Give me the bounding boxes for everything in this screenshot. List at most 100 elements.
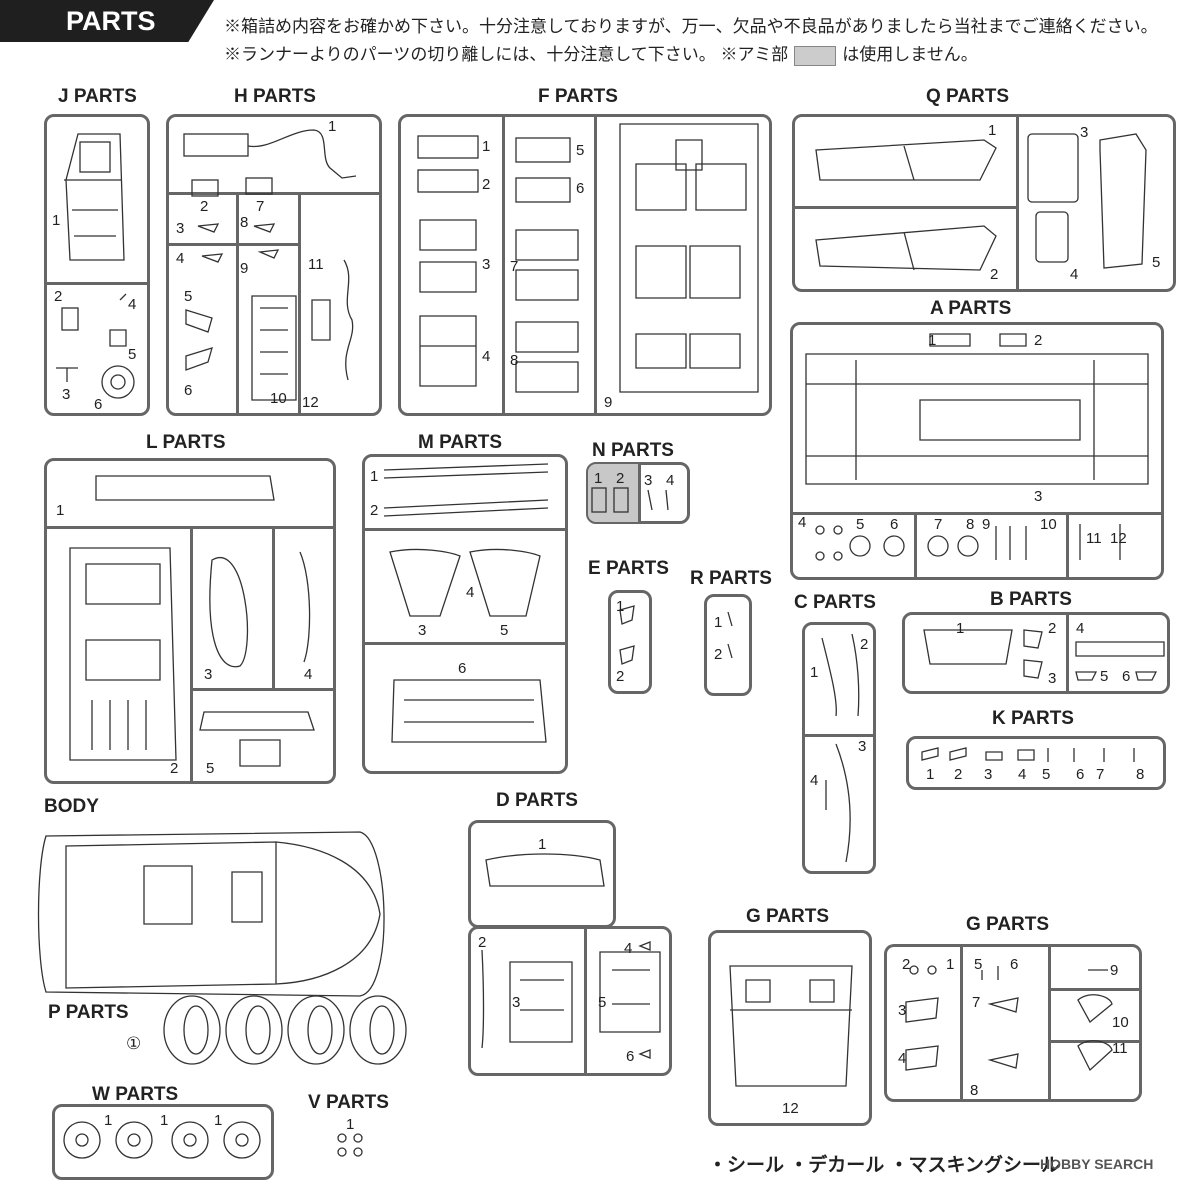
part-number: 5 — [598, 994, 607, 1011]
runner-divider — [594, 114, 597, 416]
part-number: 1 — [928, 332, 937, 349]
runner-divider — [272, 526, 275, 688]
page-title: PARTS LIST — [0, 0, 214, 42]
part-number: 12 — [1110, 530, 1127, 547]
part-number: 3 — [1034, 488, 1043, 505]
label-f-parts: F PARTS — [538, 86, 618, 107]
part-number: 12 — [302, 394, 319, 411]
part-number: 3 — [984, 766, 993, 783]
part-number: 4 — [482, 348, 491, 365]
label-r-parts: R PARTS — [690, 568, 772, 589]
runner-divider — [166, 243, 300, 246]
part-number: 1 — [328, 118, 337, 135]
label-k-parts: K PARTS — [992, 708, 1074, 729]
runner-divider — [584, 926, 587, 1076]
runner-divider — [44, 282, 150, 285]
part-number: 5 — [1042, 766, 1051, 783]
part-number: 2 — [200, 198, 209, 215]
part-number: 4 — [666, 472, 675, 489]
v-parts-drawing — [337, 1133, 363, 1157]
part-number: 1 — [104, 1112, 113, 1129]
runner-d-bottom — [468, 926, 672, 1076]
part-number: 3 — [1080, 124, 1089, 141]
part-number: 8 — [510, 352, 519, 369]
runner-divider — [1016, 114, 1019, 292]
part-number: 6 — [1010, 956, 1019, 973]
runner-divider — [914, 512, 917, 580]
part-number: 6 — [576, 180, 585, 197]
part-number: 7 — [510, 258, 519, 275]
part-number: 2 — [370, 502, 379, 519]
part-number: 3 — [898, 1002, 907, 1019]
p-tires-drawing — [163, 995, 407, 1065]
mesh-swatch — [794, 45, 837, 66]
runner-divider — [792, 206, 1018, 209]
part-number: 5 — [184, 288, 193, 305]
label-g-parts-small: G PARTS — [966, 914, 1050, 935]
body-drawing — [37, 831, 385, 997]
part-number: 7 — [1096, 766, 1105, 783]
runner-k — [906, 736, 1166, 790]
part-number-circled: ① — [126, 1034, 142, 1053]
runner-divider — [502, 114, 505, 416]
part-number: 4 — [304, 666, 313, 683]
part-number: 2 — [1048, 620, 1057, 637]
part-number: 4 — [466, 584, 475, 601]
part-number: 5 — [500, 622, 509, 639]
part-number: 6 — [458, 660, 467, 677]
part-number: 5 — [1100, 668, 1109, 685]
runner-divider — [1048, 988, 1142, 991]
part-number: 2 — [616, 668, 625, 685]
part-number: 6 — [184, 382, 193, 399]
runner-divider — [298, 192, 301, 414]
label-p-parts: P PARTS — [48, 1002, 129, 1023]
label-d-parts: D PARTS — [496, 790, 578, 811]
part-number: 2 — [860, 636, 869, 653]
part-number: 12 — [782, 1100, 799, 1117]
part-number: 6 — [626, 1048, 635, 1065]
part-number: 5 — [856, 516, 865, 533]
part-number: 4 — [128, 296, 137, 313]
part-number: 2 — [616, 470, 625, 487]
runner-e — [608, 590, 652, 694]
part-number: 1 — [160, 1112, 169, 1129]
part-number: 5 — [206, 760, 215, 777]
part-number: 5 — [128, 346, 137, 363]
part-number: 1 — [594, 470, 603, 487]
label-q-parts: Q PARTS — [926, 86, 1010, 107]
runner-r — [704, 594, 752, 696]
runner-m — [362, 454, 568, 774]
part-number: 6 — [1122, 668, 1131, 685]
label-e-parts: E PARTS — [588, 558, 669, 579]
label-a-parts: A PARTS — [930, 298, 1012, 319]
part-number: 6 — [1076, 766, 1085, 783]
runner-j — [44, 114, 150, 416]
part-number: 10 — [1040, 516, 1057, 533]
part-number: 2 — [170, 760, 179, 777]
part-number: 8 — [240, 214, 249, 231]
label-w-parts: W PARTS — [92, 1084, 179, 1105]
label-h-parts: H PARTS — [234, 86, 316, 107]
part-number: 4 — [798, 514, 807, 531]
part-number: 11 — [1112, 1040, 1128, 1057]
part-number: 5 — [576, 142, 585, 159]
notice-line-2-a: ※ランナーよりのパーツの切り離しには、十分注意して下さい。 ※アミ部 — [224, 45, 789, 64]
part-number: 1 — [56, 502, 65, 519]
part-number: 2 — [478, 934, 487, 951]
label-l-parts: L PARTS — [146, 432, 226, 453]
runner-divider — [362, 528, 568, 531]
part-number: 3 — [204, 666, 213, 683]
part-number: 8 — [970, 1082, 979, 1099]
part-number: 1 — [370, 468, 379, 485]
runner-divider — [790, 512, 1164, 515]
part-number: 1 — [714, 614, 723, 631]
part-number: 7 — [256, 198, 265, 215]
part-number: 1 — [214, 1112, 223, 1129]
part-number: 8 — [966, 516, 975, 533]
notice-line-2-b: は使用しません。 — [842, 45, 978, 64]
part-number: 4 — [898, 1050, 907, 1067]
part-number: 10 — [270, 390, 287, 407]
part-number: 9 — [604, 394, 613, 411]
label-j-parts: J PARTS — [58, 86, 137, 107]
part-number: 4 — [1018, 766, 1027, 783]
